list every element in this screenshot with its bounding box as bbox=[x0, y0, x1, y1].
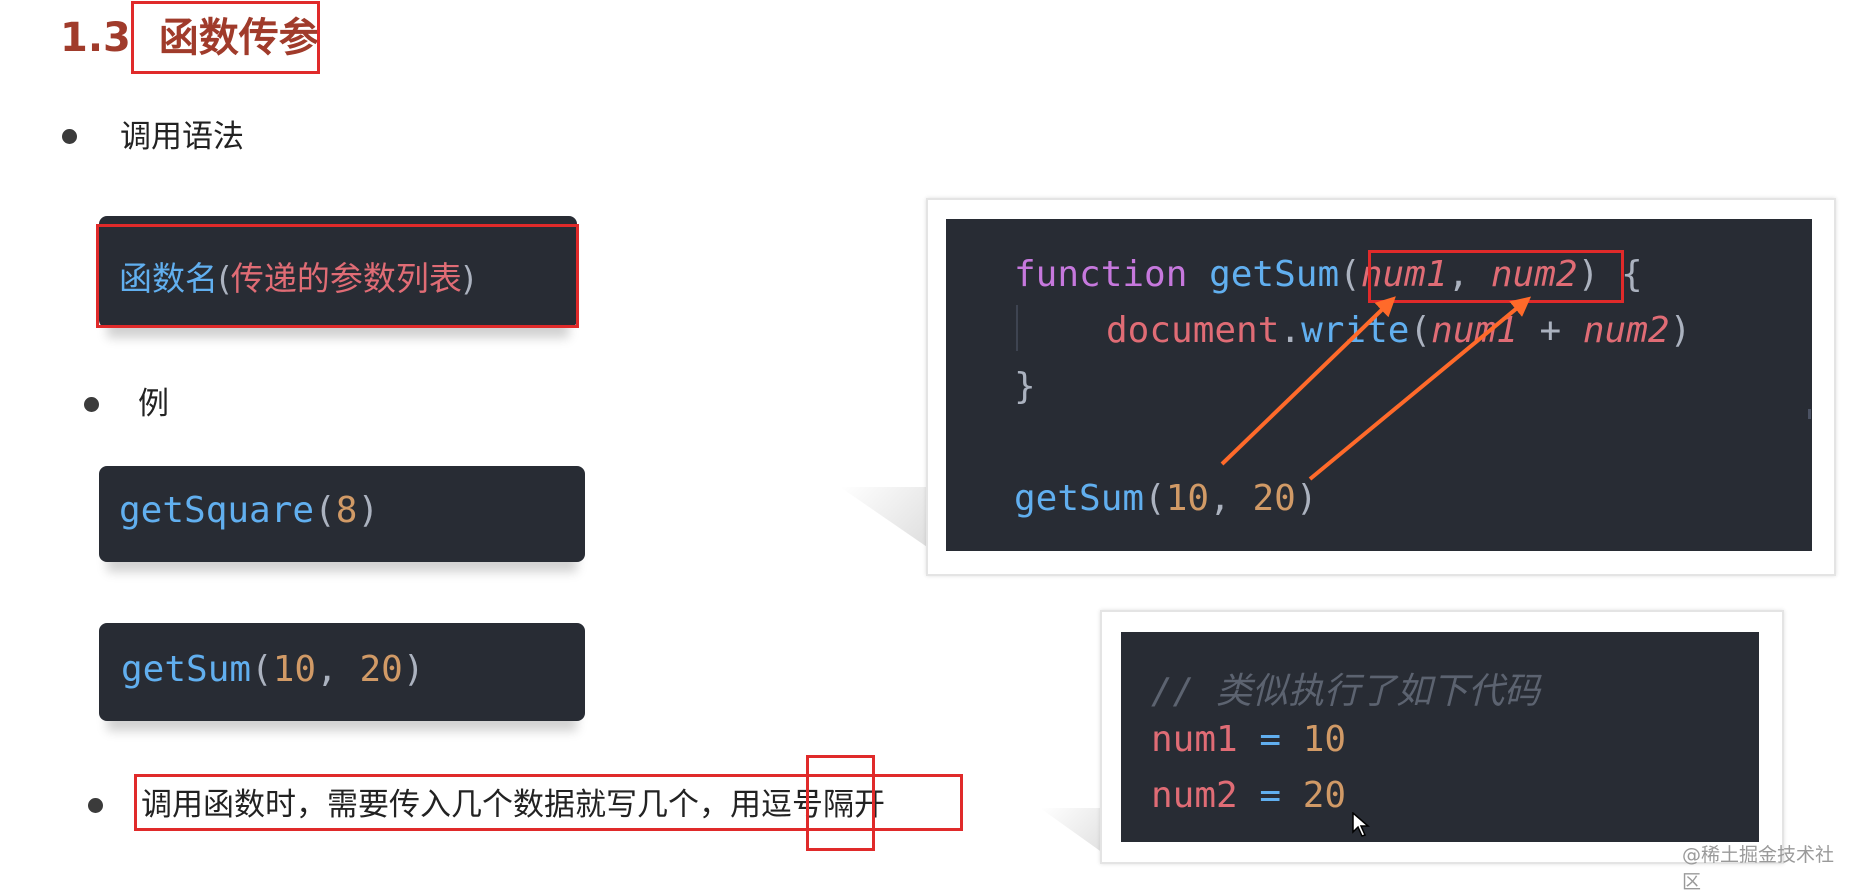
assign-eq: = bbox=[1237, 719, 1303, 760]
code-comment: // 类似执行了如下代码 bbox=[1151, 671, 1541, 712]
example-getsum-open: ( bbox=[251, 649, 273, 690]
example-getsum-line: getSum(10, 20) bbox=[121, 649, 425, 690]
syntax-code-box: 函数名(传递的参数列表) bbox=[99, 216, 577, 328]
bullet-dot bbox=[84, 397, 99, 412]
var-num1: num1 bbox=[1151, 719, 1238, 760]
bullet-dot bbox=[62, 129, 77, 144]
dot: . bbox=[1279, 310, 1302, 351]
example-getsquare-arg: 8 bbox=[335, 490, 358, 531]
code-line-1: function getSum(num1, num2) { bbox=[1014, 254, 1643, 295]
syntax-func: 函数名 bbox=[119, 259, 218, 298]
example-getsum-func: getSum bbox=[121, 649, 252, 690]
param-comma: , bbox=[1447, 254, 1491, 295]
code-assign-num2: num2 = 20 bbox=[1151, 775, 1346, 816]
assign-eq: = bbox=[1237, 775, 1303, 816]
syntax-close-paren: ) bbox=[461, 259, 475, 298]
paren-open: ( bbox=[1339, 254, 1361, 295]
example-getsum-box: getSum(10, 20) bbox=[99, 623, 585, 721]
plus-operator: + bbox=[1517, 310, 1583, 351]
page-title: 1.3 函数传参 bbox=[60, 8, 319, 68]
arg-10: 10 bbox=[1165, 478, 1210, 519]
brace-open: { bbox=[1599, 254, 1643, 295]
example-getsquare-open: ( bbox=[314, 490, 336, 531]
val-20: 20 bbox=[1302, 775, 1347, 816]
bullet-dot bbox=[88, 798, 103, 813]
example-getsquare-line: getSquare(8) bbox=[119, 490, 379, 531]
scroll-marker bbox=[1808, 409, 1811, 419]
arg-num2: num2 bbox=[1582, 310, 1670, 351]
code-panel-main: function getSum(num1, num2) { document.w… bbox=[946, 219, 1812, 551]
syntax-args: 传递的参数列表 bbox=[230, 259, 462, 298]
paren-open: ( bbox=[1144, 478, 1166, 519]
param-num2: num2 bbox=[1490, 254, 1578, 295]
example-getsum-close: ) bbox=[402, 649, 425, 690]
code-line-5: getSum(10, 20) bbox=[1014, 478, 1318, 519]
arrow-20-to-num2 bbox=[1308, 296, 1532, 481]
comma-highlight-box bbox=[806, 755, 875, 851]
example-getsum-arg1: 10 bbox=[272, 649, 317, 690]
fn-getsum: getSum bbox=[1209, 254, 1340, 295]
watermark: @稀土掘金技术社区 bbox=[1682, 844, 1835, 893]
arrow-10-to-num1 bbox=[1220, 296, 1396, 466]
arrows-overlay bbox=[1220, 296, 1532, 481]
obj-document: document bbox=[1106, 310, 1280, 351]
kw-function: function bbox=[1014, 254, 1188, 295]
paren-open: ( bbox=[1409, 310, 1432, 351]
val-10: 10 bbox=[1302, 719, 1347, 760]
note-text: 调用函数时，需要传入几个数据就写几个，用逗号隔开 bbox=[141, 787, 885, 823]
example-label: 例 bbox=[138, 386, 169, 422]
title-number: 1.3 bbox=[60, 15, 131, 61]
code-panel-equiv: // 类似执行了如下代码 num1 = 10 num2 = 20 bbox=[1121, 632, 1759, 842]
indent-guide bbox=[1016, 305, 1018, 351]
paren-close: ) bbox=[1295, 478, 1318, 519]
call-getsum: getSum bbox=[1014, 478, 1145, 519]
cursor-icon bbox=[1352, 812, 1370, 837]
arg-20: 20 bbox=[1252, 478, 1296, 519]
title-text: 函数传参 bbox=[158, 15, 319, 61]
paren-close: ) bbox=[1669, 310, 1692, 351]
var-num2: num2 bbox=[1151, 775, 1238, 816]
title-highlight-box bbox=[131, 1, 320, 74]
note-highlight-box bbox=[134, 774, 963, 831]
syntax-highlight-box bbox=[96, 224, 579, 328]
syntax-line: 函数名(传递的参数列表) bbox=[119, 252, 475, 300]
syntax-open-paren: ( bbox=[218, 259, 231, 298]
example-getsquare-box: getSquare(8) bbox=[99, 466, 585, 562]
paren-close: ) bbox=[1577, 254, 1600, 295]
syntax-label: 调用语法 bbox=[120, 119, 244, 155]
param-num1: num1 bbox=[1360, 254, 1448, 295]
example-getsquare-close: ) bbox=[357, 490, 380, 531]
example-getsum-comma: , bbox=[316, 649, 360, 690]
arg-comma: , bbox=[1209, 478, 1253, 519]
example-getsum-arg2: 20 bbox=[359, 649, 403, 690]
code-line-3: } bbox=[1014, 366, 1036, 407]
params-highlight-box bbox=[1368, 250, 1624, 303]
example-getsquare-func: getSquare bbox=[119, 490, 315, 531]
code-assign-num1: num1 = 10 bbox=[1151, 719, 1346, 760]
